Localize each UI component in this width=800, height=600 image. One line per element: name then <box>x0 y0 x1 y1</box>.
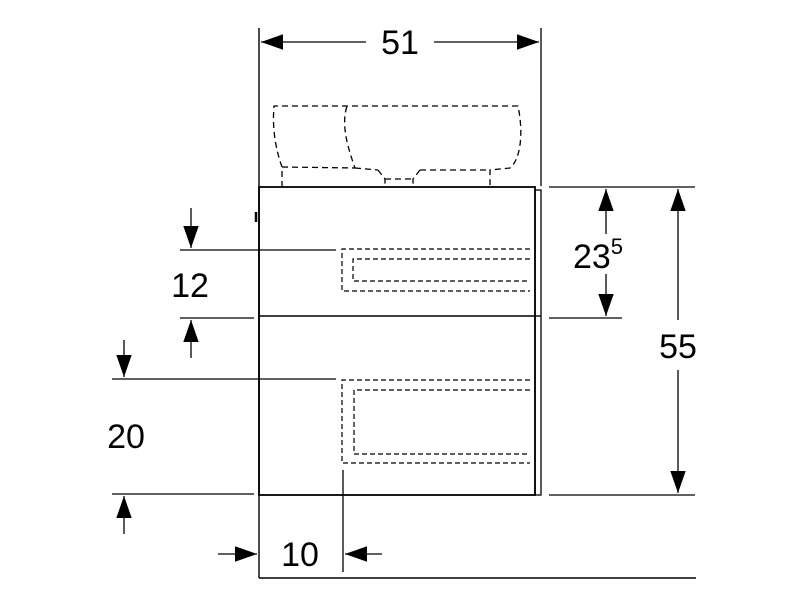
upper-offset-label: 12 <box>171 267 209 305</box>
upper-drawer-inner <box>341 248 530 292</box>
drawer-height-dimension <box>549 189 622 319</box>
lower-offset-label: 20 <box>107 418 145 456</box>
width-dimension <box>261 28 542 186</box>
lower-offset-dimension <box>112 340 336 534</box>
cabinet-front-panel <box>534 189 542 496</box>
upper-offset-dimension <box>180 208 336 358</box>
depth-offset-label: 10 <box>281 536 319 574</box>
total-height-dimension <box>549 186 695 496</box>
washbasin <box>272 105 522 187</box>
drawer-height-label: 235 <box>573 234 623 276</box>
total-height-label: 55 <box>659 328 697 366</box>
cabinet <box>254 186 542 496</box>
width-label: 51 <box>381 24 419 62</box>
depth-offset-dimension <box>218 470 382 572</box>
lower-drawer-inner <box>341 379 530 464</box>
